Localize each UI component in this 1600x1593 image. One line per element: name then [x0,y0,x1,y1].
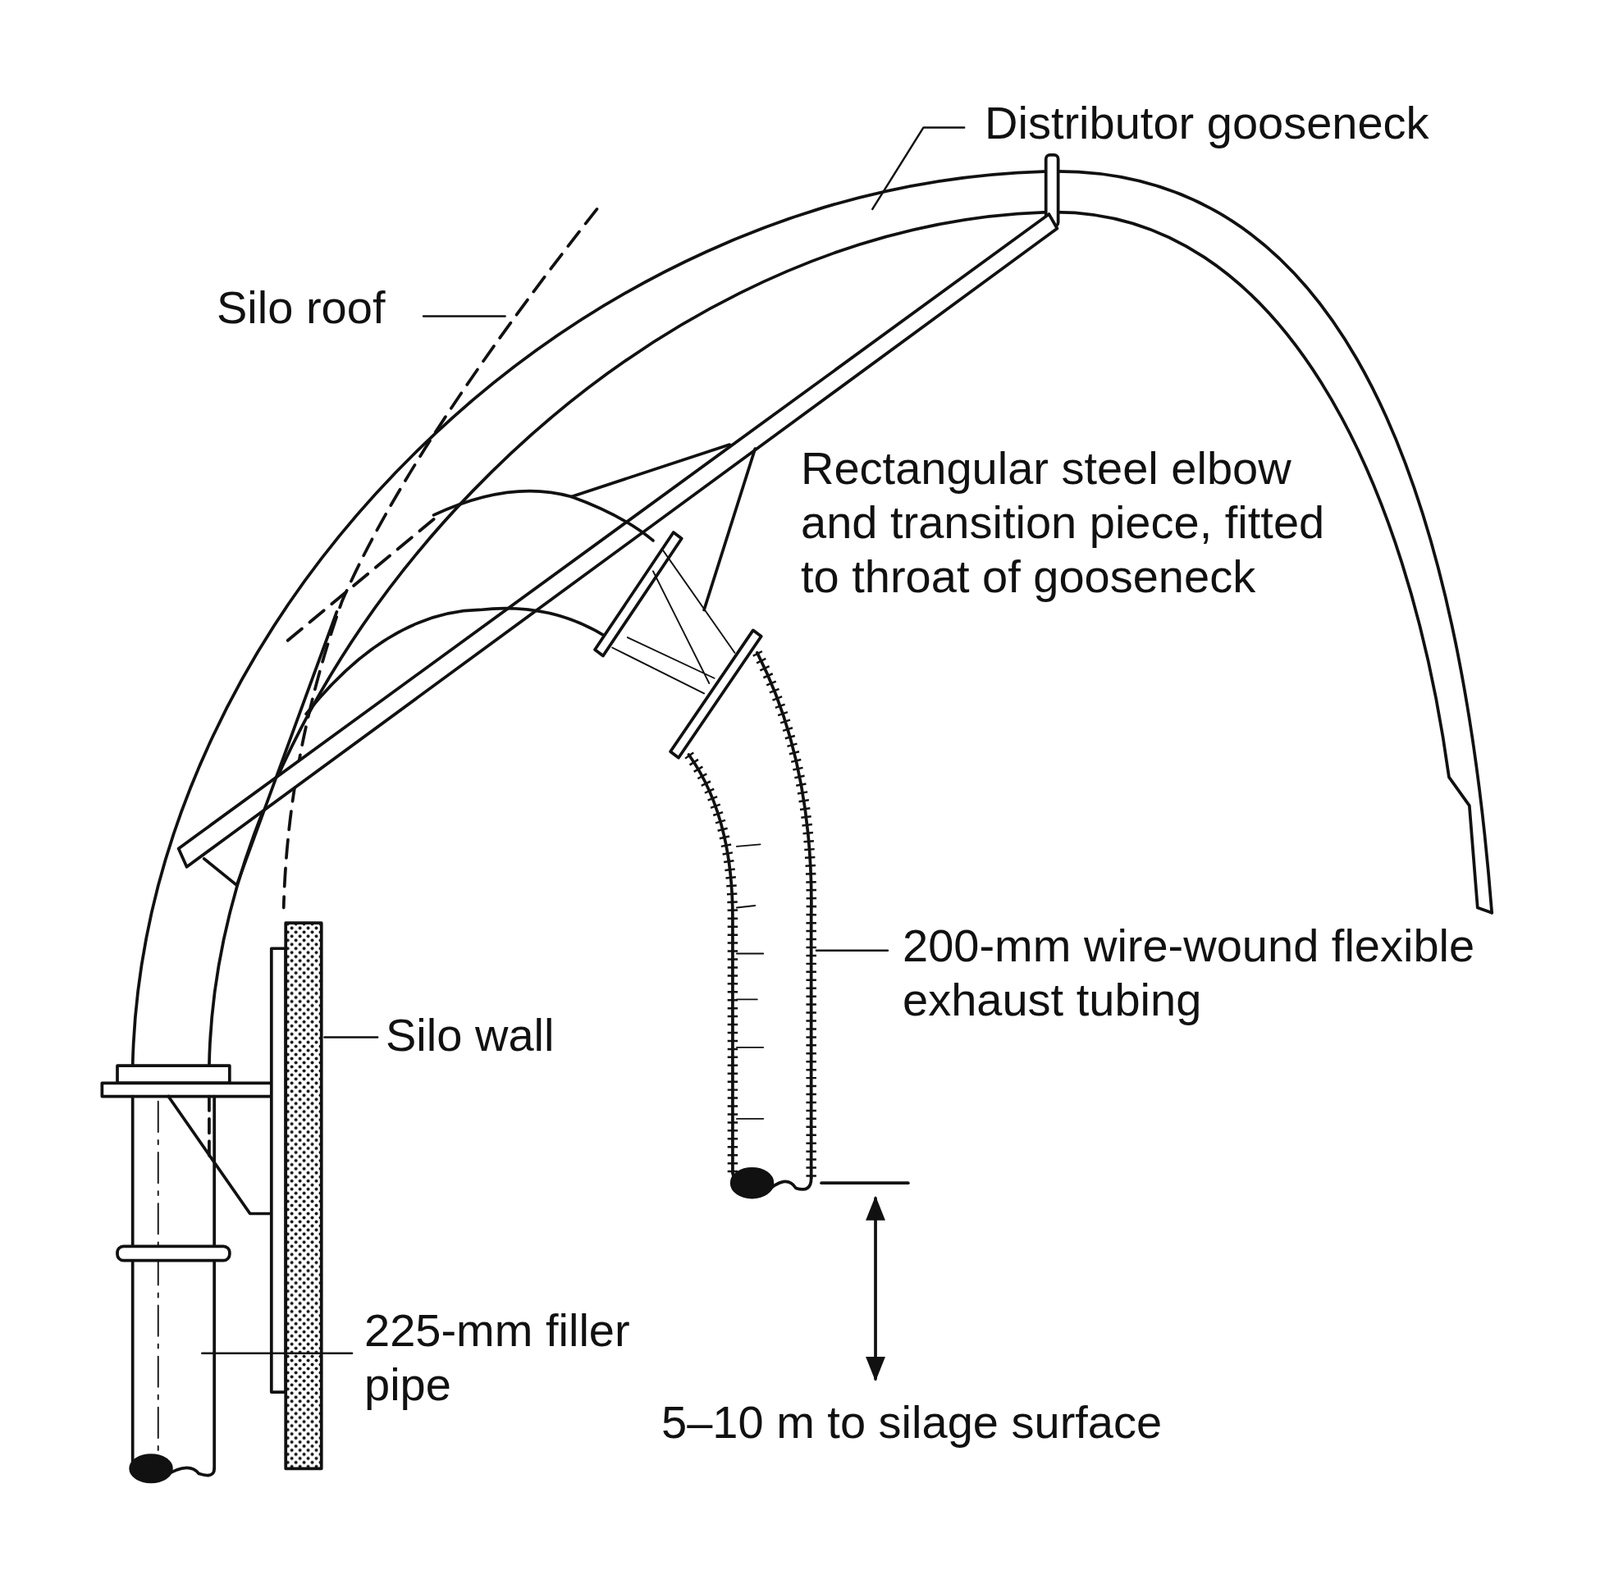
gooseneck-inner [209,212,1492,1067]
part-label: Distributor gooseneck [984,96,1576,151]
tube-edge [757,653,812,1179]
elbow-flange [594,532,682,656]
leader-line [872,127,965,209]
part-label: Rectangular steel elbow and transition p… [800,441,1326,604]
part-label: Silo wall [385,1008,657,1063]
elbow-outer [434,491,654,541]
part-label: 200-mm wire-wound flexible exhaust tubin… [902,918,1477,1028]
silo-roof-line [288,515,439,641]
tube-corrugation [757,653,812,1179]
tube-edge [688,754,732,1174]
pipe-ring [117,1246,230,1261]
transition-piece [612,550,735,694]
tube-ticks [736,844,764,1119]
tube-break-fill [731,1169,773,1198]
pipe-bracket [168,1097,288,1215]
brace-plate [204,612,338,886]
dimension-arrow [873,1198,878,1380]
elbow-inner [306,608,608,715]
leader-line [423,315,505,317]
tube-corrugation [688,754,732,1174]
dimension-line [821,1181,909,1185]
pipe-break-fill [130,1455,172,1482]
wall-plate [271,948,286,1393]
part-label: Silo roof [216,280,463,335]
pipe-flange [117,1065,230,1084]
part-label: 225-mm filler pipe [364,1303,636,1413]
elbow-bracket [571,444,755,610]
pipe-centerline [157,1101,160,1459]
silo-wall [285,923,322,1469]
hidden-line [209,1097,276,1215]
leader-line [816,949,888,951]
pipe-plate [101,1083,281,1097]
leader-line [201,1353,352,1355]
leader-line [324,1036,378,1038]
tube-flange [670,630,762,758]
filler-pipe [132,1097,215,1470]
part-label: 5–10 m to silage surface [661,1395,1400,1450]
